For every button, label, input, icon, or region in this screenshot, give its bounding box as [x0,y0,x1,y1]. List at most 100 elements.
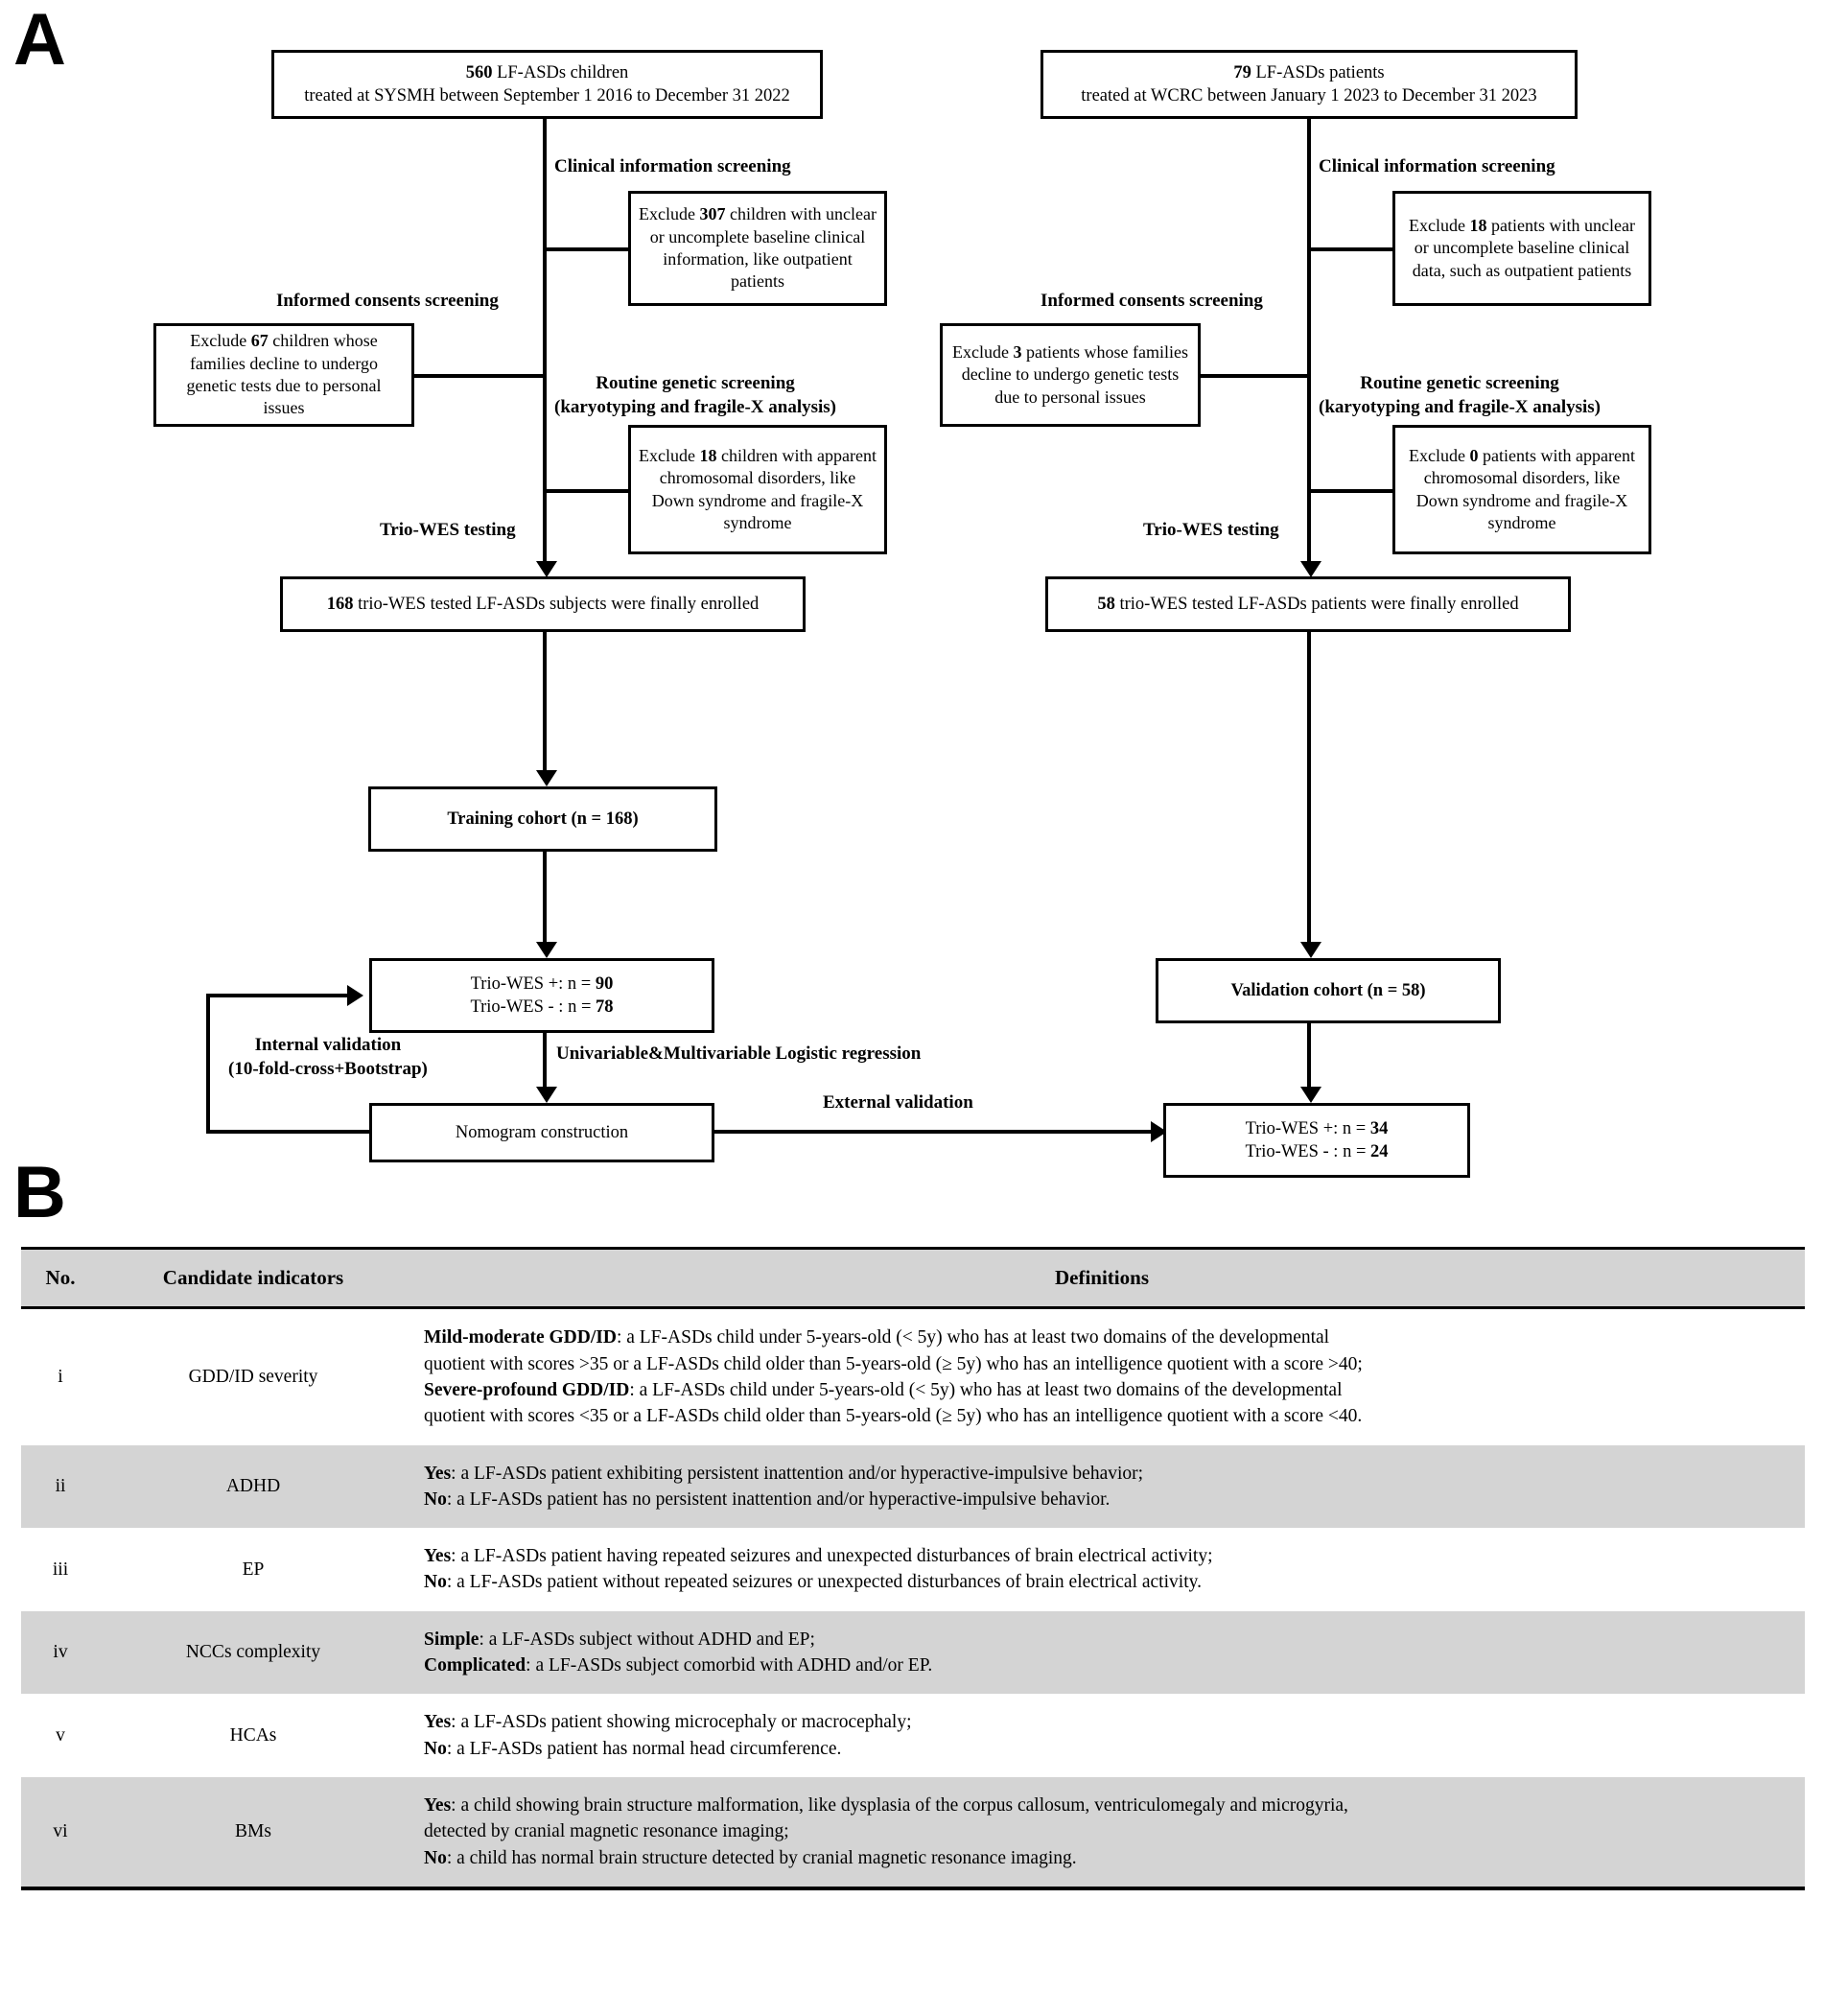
table-head: No. Candidate indicators Definitions [21,1246,1805,1310]
left-exclude3-box: Exclude 18 children with apparent chromo… [628,425,887,554]
left-exclude2-post: children whose families decline to under… [186,331,382,418]
left-step3-label-line1: Routine genetic screening [596,373,795,393]
definition-term: Simple [424,1629,479,1650]
left-exclude3-post: children with apparent chromosomal disor… [651,445,877,532]
left-spine-arrowhead [536,561,557,577]
right-exclude1-count: 18 [1469,215,1487,235]
right-exclude2-pre: Exclude [952,341,1014,362]
row-indicator: ADHD [100,1444,407,1529]
right-exclude1-pre: Exclude [1409,215,1470,235]
row-number: i [21,1307,100,1445]
training-cohort-box: Training cohort (n = 168) [368,786,717,852]
training-to-split-line [543,852,547,948]
training-to-split-arrowhead [536,942,557,958]
row-indicator: NCCs complexity [100,1610,407,1695]
definition-term: Yes [424,1546,452,1567]
left-exclude1-box: Exclude 307 children with unclear or unc… [628,191,887,306]
row-definition: Yes: a LF-ASDs patient showing microceph… [407,1694,1805,1777]
left-to-training-arrowhead [536,770,557,786]
external-validation-arrowhead [1151,1121,1167,1142]
internal-loop-left [206,994,210,1134]
right-to-validation-line [1307,632,1311,947]
definition-term: Yes [424,1712,452,1733]
row-indicator: EP [100,1528,407,1611]
left-step3-label: Routine genetic screening (karyotyping a… [554,372,836,419]
definition-line: No: a LF-ASDs patient has normal head ci… [424,1738,842,1759]
validation-cohort-count: 58 [1401,980,1420,1000]
panel-b-label: B [13,1152,66,1233]
definition-line: Yes: a child showing brain structure mal… [424,1794,1348,1816]
right-step3-label-line1: Routine genetic screening [1360,373,1559,393]
row-number: vi [21,1776,100,1890]
validation-split-pos-count: 34 [1369,1118,1389,1138]
table-header-row: No. Candidate indicators Definitions [21,1246,1805,1310]
panel-a-label: A [13,0,66,81]
definition-line: Mild-moderate GDD/ID: a LF-ASDs child un… [424,1327,1330,1348]
row-number: iv [21,1610,100,1695]
header-no: No. [21,1246,100,1310]
right-step4-label: Trio-WES testing [1143,520,1279,540]
validation-split-box: Trio-WES +: n = 34 Trio-WES - : n = 24 [1163,1103,1470,1178]
left-source-box: 560 LF-ASDs children treated at SYSMH be… [271,50,823,119]
validation-cohort-label: Validation cohort (n = [1230,980,1402,1000]
row-indicator: GDD/ID severity [100,1307,407,1445]
right-exclude3-connector [1307,489,1393,493]
right-spine-arrowhead [1300,561,1321,577]
definition-term: Mild-moderate GDD/ID [424,1327,617,1348]
right-source-count: 79 [1233,62,1251,82]
right-enrolled-text: trio-WES tested LF-ASDs patients were fi… [1114,594,1519,614]
left-exclude1-connector [543,247,629,251]
right-source-subject: LF-ASDs patients [1251,62,1385,82]
split-to-nomogram-arrowhead [536,1087,557,1103]
left-exclude1-post: children with unclear or uncomplete base… [649,204,877,292]
training-split-box: Trio-WES +: n = 90 Trio-WES - : n = 78 [369,958,714,1033]
regression-label: Univariable&Multivariable Logistic regre… [556,1043,922,1064]
split-to-nomogram-line [543,1033,547,1092]
right-exclude1-connector [1307,247,1393,251]
study-flowchart: 560 LF-ASDs children treated at SYSMH be… [153,50,1651,1178]
left-enrolled-count: 168 [326,594,354,614]
left-spine [543,119,547,568]
row-number: v [21,1694,100,1777]
definition-term: Severe-profound GDD/ID [424,1379,630,1400]
training-cohort-count: 168 [605,809,633,829]
left-exclude2-box: Exclude 67 children whose families decli… [153,323,414,427]
definition-line: No: a child has normal brain structure d… [424,1847,1077,1868]
definition-line: quotient with scores <35 or a LF-ASDs ch… [424,1406,1363,1427]
row-indicator: HCAs [100,1694,407,1777]
validation-split-pos-label: Trio-WES +: n = [1245,1118,1370,1138]
definition-line: Yes: a LF-ASDs patient exhibiting persis… [424,1463,1144,1484]
right-exclude3-pre: Exclude [1409,445,1470,465]
row-indicator: BMs [100,1776,407,1890]
definition-line: Simple: a LF-ASDs subject without ADHD a… [424,1629,815,1650]
left-exclude2-count: 67 [250,331,269,351]
right-enrolled-box: 58 trio-WES tested LF-ASDs patients were… [1045,576,1571,632]
header-indicator: Candidate indicators [100,1246,407,1310]
external-validation-line [714,1130,1156,1134]
left-step1-label: Clinical information screening [554,156,791,176]
definition-line: quotient with scores >35 or a LF-ASDs ch… [424,1353,1363,1374]
training-cohort-paren: ) [632,809,639,829]
right-step1-label: Clinical information screening [1319,156,1555,176]
left-exclude3-pre: Exclude [639,445,700,465]
left-exclude3-connector [543,489,629,493]
definition-term: Yes [424,1463,452,1484]
nomogram-label: Nomogram construction [455,1122,629,1142]
right-source-box: 79 LF-ASDs patients treated at WCRC betw… [1041,50,1578,119]
row-definition: Yes: a child showing brain structure mal… [407,1776,1805,1890]
row-definition: Yes: a LF-ASDs patient having repeated s… [407,1528,1805,1611]
validation-split-neg-count: 24 [1370,1142,1389,1161]
validation-to-split-line [1307,1023,1311,1092]
internal-validation-line2: (10-fold-cross+Bootstrap) [228,1058,428,1079]
right-exclude2-post: patients whose families decline to under… [961,341,1188,407]
internal-loop-bottom [206,1130,371,1134]
training-split-pos-label: Trio-WES +: n = [470,973,596,994]
training-split-pos-count: 90 [595,973,614,994]
internal-validation-line1: Internal validation [254,1035,402,1055]
right-enrolled-count: 58 [1097,594,1115,614]
